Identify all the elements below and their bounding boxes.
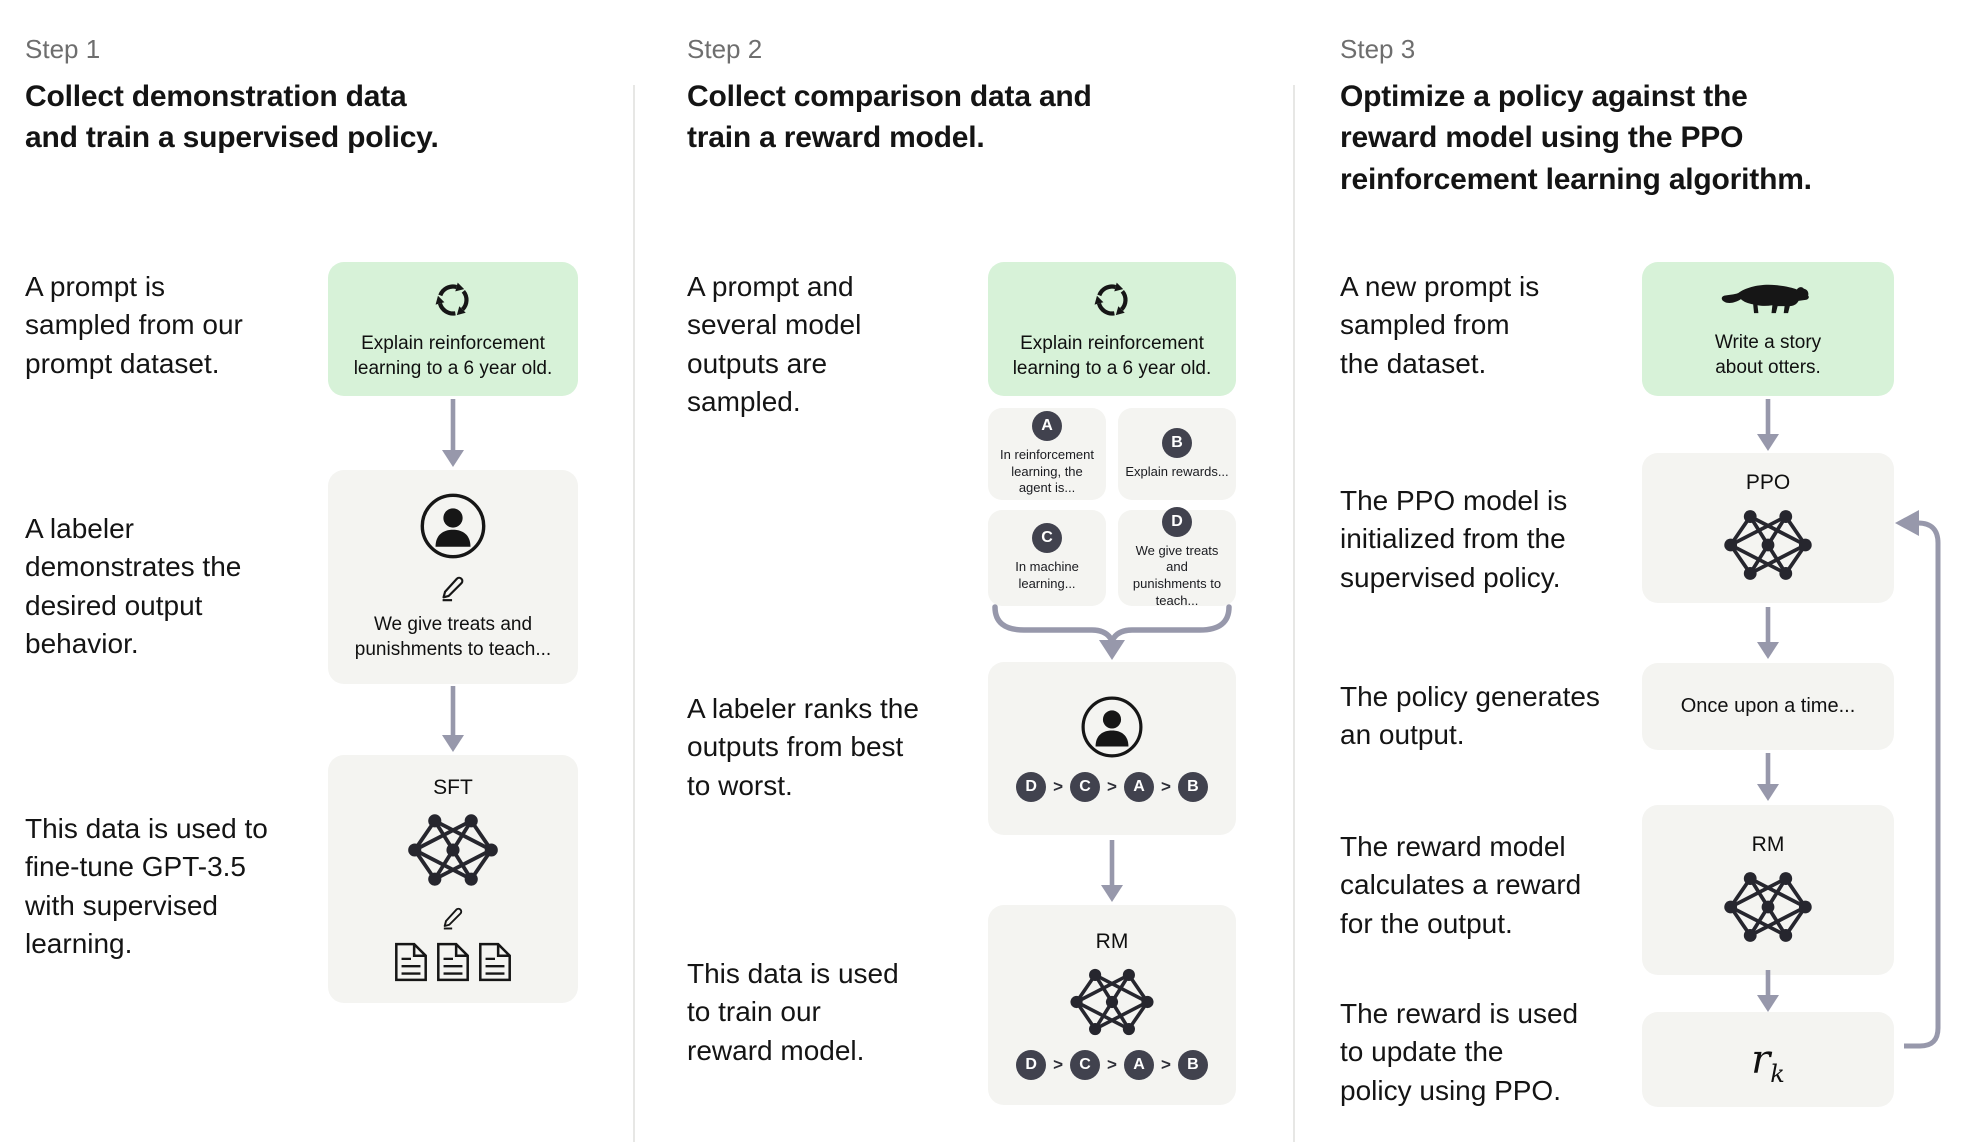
ppo-model-box: PPO <box>1642 453 1894 603</box>
output-b-badge: B <box>1162 427 1192 458</box>
output-c-box: C In machine learning... <box>988 510 1106 606</box>
rank-badge: D <box>1016 1050 1047 1080</box>
rank-badge: C <box>1070 1050 1101 1080</box>
rank-badge: B <box>1177 1050 1208 1080</box>
sampling-cycle-icon <box>435 282 469 316</box>
flow-arrow <box>442 399 464 467</box>
policy-output-text: Once upon a time... <box>1680 695 1856 718</box>
flow-arrow <box>1757 753 1779 801</box>
rank-badge: A <box>1123 772 1154 802</box>
step-3-caption-calculates: The reward model calculates a reward for… <box>1340 831 1582 939</box>
output-c-badge: C <box>1032 523 1062 554</box>
flow-arrow <box>1101 840 1123 902</box>
output-a-badge: A <box>1032 411 1062 442</box>
reward-value-box: rk <box>1642 1012 1894 1107</box>
prompt-box-step1: Explain reinforcement learning to a 6 ye… <box>328 262 578 396</box>
step-3-caption-generates: The policy generates an output. <box>1340 681 1600 751</box>
step-2-caption-ranks: A labeler ranks the outputs from best to… <box>687 693 919 801</box>
neural-network-icon <box>408 813 498 886</box>
step-2-caption-sampled: A prompt and several model outputs are s… <box>687 271 862 418</box>
document-icon <box>437 942 469 981</box>
output-d-box: D We give treats and punishments to teac… <box>1118 506 1236 608</box>
step-1-caption-finetune: This data is used to fine-tune GPT-3.5 w… <box>25 813 268 960</box>
ppo-label: PPO <box>1745 471 1791 494</box>
output-a-text: In reinforcement learning, the agent is.… <box>1000 447 1094 496</box>
pencil-icon <box>442 576 464 602</box>
step-1-title: Collect demonstration data and train a s… <box>25 80 439 155</box>
rank-separator: > <box>1160 777 1171 796</box>
output-b-text: Explain rewards... <box>1125 463 1229 479</box>
reward-model-box-step3: RM <box>1642 805 1894 975</box>
step-1-label: Step 1 <box>25 34 101 64</box>
step-3-caption-update: The reward is used to update the policy … <box>1340 998 1579 1106</box>
labeler-person-icon <box>1081 696 1143 758</box>
neural-network-icon <box>1724 510 1812 580</box>
ranking-order: D > C > A > B <box>1016 772 1208 802</box>
rank-badge: C <box>1070 772 1101 802</box>
sft-model-box: SFT <box>328 755 578 1003</box>
rank-separator: > <box>1107 777 1117 796</box>
documents-row <box>392 941 514 983</box>
labeler-person-icon <box>420 493 486 559</box>
step-3-label: Step 3 <box>1340 34 1416 64</box>
step-3-caption-init: The PPO model is initialized from the su… <box>1340 485 1568 593</box>
flow-arrow <box>1757 607 1779 659</box>
prompt-box-text: Explain reinforcement learning to a 6 ye… <box>1012 332 1212 379</box>
step-1-caption-labeler: A labeler demonstrates the desired outpu… <box>25 513 242 660</box>
flow-arrow <box>1757 399 1779 451</box>
output-d-text: We give treats and punishments to teach.… <box>1132 542 1222 608</box>
neural-network-icon <box>1724 872 1812 942</box>
step-2-label: Step 2 <box>687 34 763 64</box>
step-2-caption-train: This data is used to train our reward mo… <box>687 958 899 1066</box>
sft-label: SFT <box>433 775 473 799</box>
document-icon <box>479 942 511 981</box>
output-d-badge: D <box>1162 506 1192 537</box>
step-2-title: Collect comparison data and train a rewa… <box>687 80 1092 155</box>
output-c-text: In machine learning... <box>1015 559 1079 591</box>
rank-badge: A <box>1123 1050 1154 1080</box>
flow-arrow <box>442 686 464 752</box>
output-a-box: A In reinforcement learning, the agent i… <box>988 408 1106 500</box>
reward-subscript: k <box>1770 1059 1785 1088</box>
labeler-box: We give treats and punishments to teach.… <box>328 470 578 684</box>
labeler-output-text: We give treats and punishments to teach.… <box>354 613 552 660</box>
neural-network-icon <box>1070 968 1154 1036</box>
column-divider <box>1293 85 1295 1142</box>
column-divider <box>633 85 635 1142</box>
step-1-caption-prompt: A prompt is sampled from our prompt data… <box>25 271 243 379</box>
merge-brace-arrow <box>992 604 1232 660</box>
otter-icon <box>1721 284 1809 314</box>
prompt-box-step3: Write a story about otters. <box>1642 262 1894 396</box>
rank-separator: > <box>1107 1055 1117 1074</box>
rm-label: RM <box>1751 833 1785 856</box>
sampling-cycle-icon <box>1094 282 1128 316</box>
rank-separator: > <box>1053 1055 1064 1074</box>
rm-label: RM <box>1095 930 1129 953</box>
step-3-caption-new-prompt: A new prompt is sampled from the dataset… <box>1340 271 1540 379</box>
rank-separator: > <box>1053 777 1064 796</box>
prompt-box-text: Write a story about otters. <box>1714 331 1822 378</box>
step-3-title: Optimize a policy against the reward mod… <box>1340 80 1812 196</box>
flow-arrow <box>1757 970 1779 1012</box>
rank-badge: D <box>1016 772 1047 802</box>
prompt-box-step2: Explain reinforcement learning to a 6 ye… <box>988 262 1236 396</box>
ranking-order: D > C > A > B <box>1016 1050 1208 1080</box>
document-icon <box>395 942 427 981</box>
prompt-box-text: Explain reinforcement learning to a 6 ye… <box>353 332 553 379</box>
policy-output-box: Once upon a time... <box>1642 663 1894 750</box>
reward-symbol: r <box>1751 1036 1771 1083</box>
reward-value: rk <box>1751 1036 1785 1086</box>
rank-badge: B <box>1177 772 1208 802</box>
output-b-box: B Explain rewards... <box>1118 408 1236 500</box>
pencil-icon <box>443 907 463 929</box>
ranking-box: D > C > A > B <box>988 662 1236 835</box>
rank-separator: > <box>1160 1055 1171 1074</box>
reward-model-box: RM D > C > A > B <box>988 905 1236 1105</box>
